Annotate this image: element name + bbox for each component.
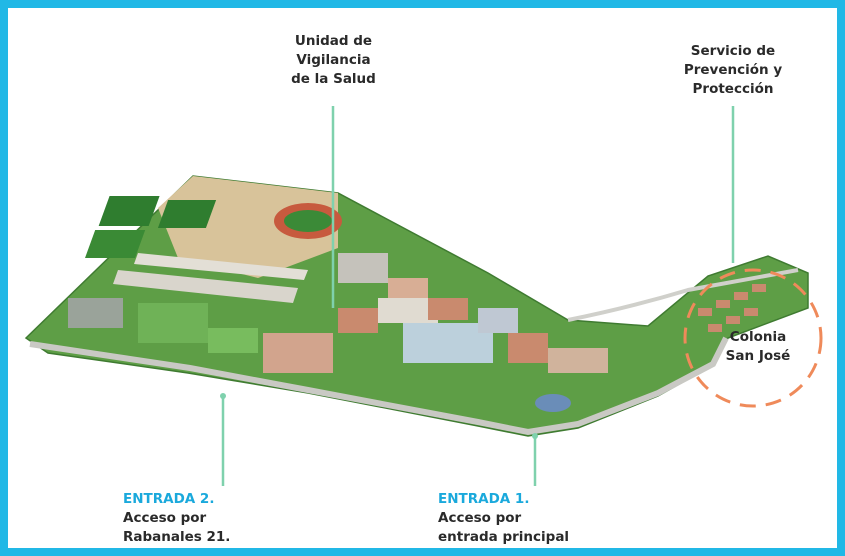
entrance2-label: ENTRADA 2. Acceso por Rabanales 21.: [123, 490, 230, 547]
field-mid: [208, 328, 258, 353]
football-field-2: [157, 200, 217, 228]
entrance2-line-2: Rabanales 21.: [123, 529, 231, 545]
entrance2-marker: [220, 393, 226, 399]
colonia-dashed-circle: [683, 268, 823, 408]
entrance2-title: ENTRADA 2.: [123, 491, 215, 507]
field-left: [138, 303, 208, 343]
central-buildings: [263, 253, 608, 373]
entrance1-title: ENTRADA 1.: [438, 491, 530, 507]
entrance1-label: ENTRADA 1. Acceso por entrada principal: [438, 490, 569, 547]
health-label-line-1: Unidad de: [294, 33, 373, 49]
entrance1-marker: [532, 433, 538, 439]
building-strip-2: [134, 253, 308, 280]
pond: [535, 394, 571, 412]
perimeter-road-inner: [567, 268, 799, 322]
colonia-label-line-2: San José: [725, 348, 791, 364]
colonia-label: Colonia San José: [723, 328, 793, 366]
prevention-label-line-1: Servicio de: [690, 43, 776, 59]
health-unit-label: Unidad de Vigilancia de la Salud: [276, 32, 391, 89]
entrance1-line-1: Acceso por: [438, 510, 522, 526]
prevention-label-line-3: Protección: [692, 81, 774, 97]
parking-left: [68, 298, 123, 328]
colonia-buildings: [698, 284, 766, 332]
prevention-service-label: Servicio de Prevención y Protección: [673, 42, 793, 99]
health-label-line-3: de la Salud: [291, 71, 376, 87]
football-field-3: [85, 230, 146, 258]
prevention-label-line-2: Prevención y: [683, 62, 783, 78]
track-infield: [284, 210, 332, 232]
building-strip-1: [113, 270, 298, 303]
football-field-1: [98, 196, 160, 226]
entrance2-line-1: Acceso por: [123, 510, 207, 526]
colonia-label-line-1: Colonia: [729, 329, 787, 345]
health-label-line-2: Vigilancia: [296, 52, 371, 68]
campus-map: [24, 106, 823, 486]
entrance1-line-2: entrada principal: [438, 529, 570, 545]
perimeter-road: [29, 336, 729, 436]
